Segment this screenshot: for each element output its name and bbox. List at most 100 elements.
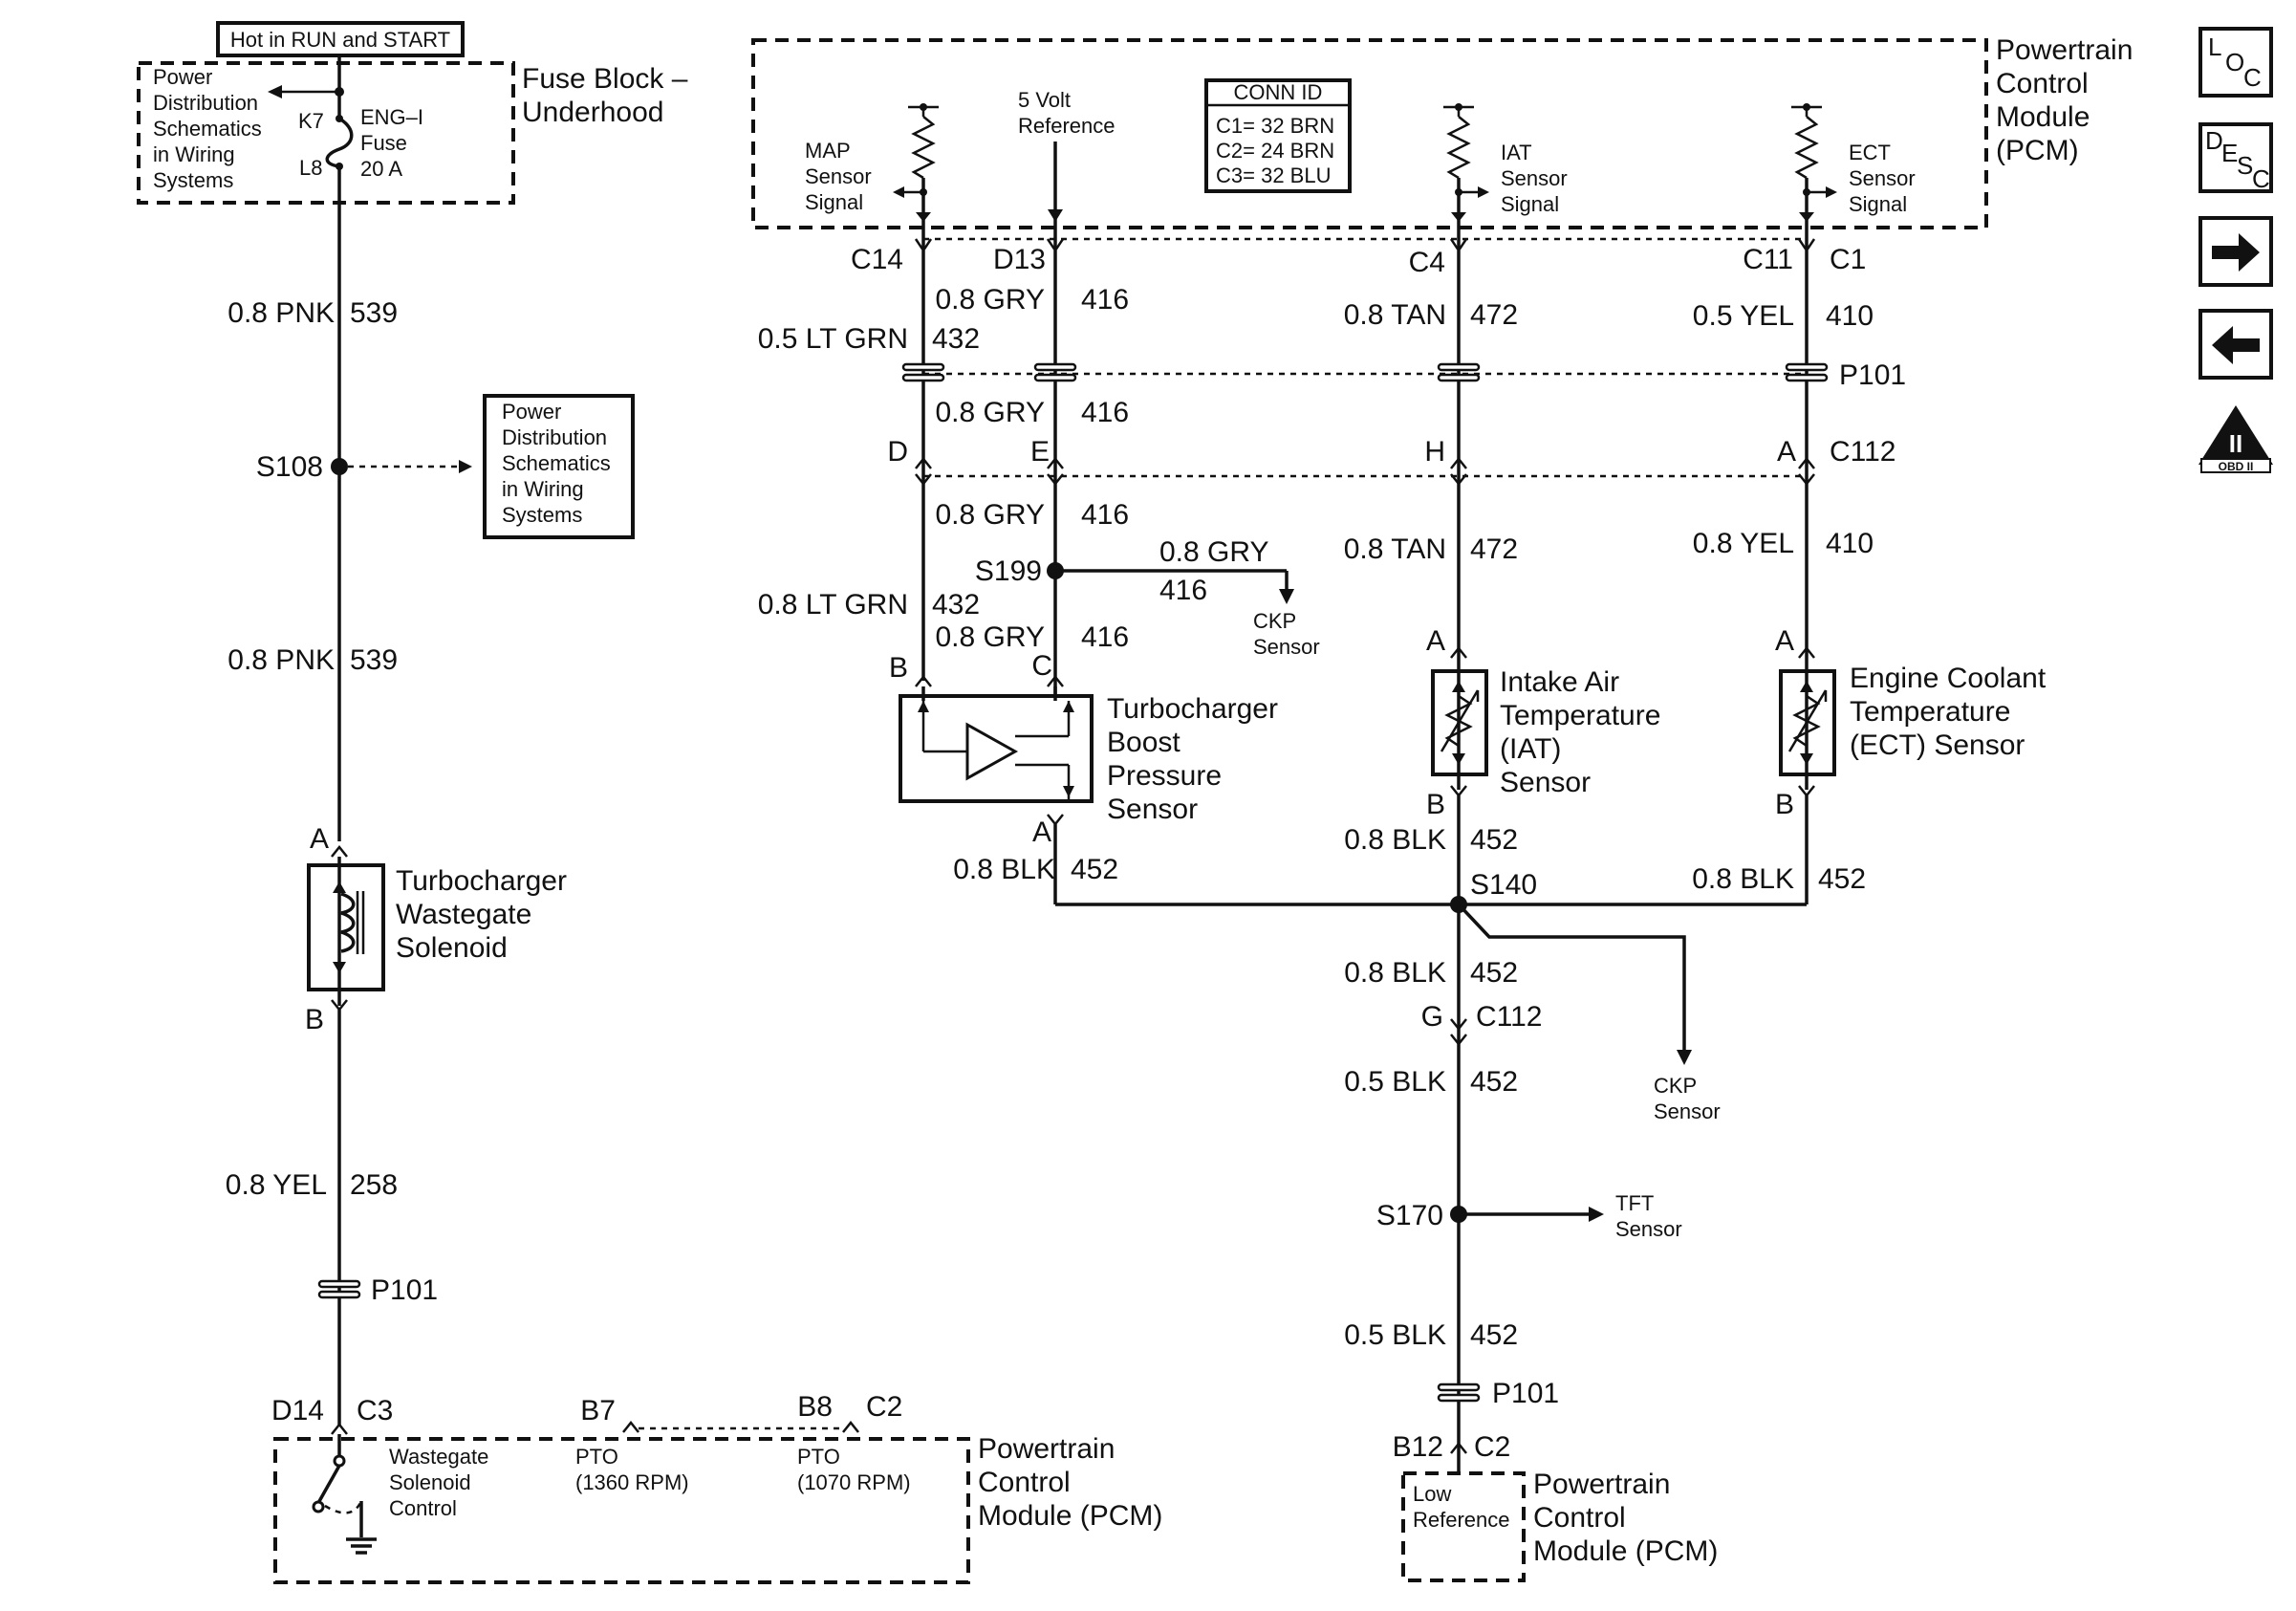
boost-pin-b-connector (915, 674, 932, 687)
iat-arrow-down (1452, 753, 1465, 765)
fuse-ref-line-3: Schematics (153, 117, 262, 141)
low-ref-line-1: Low (1413, 1482, 1451, 1506)
iat-signal-line-2: Sensor (1501, 166, 1568, 190)
next-page-button[interactable] (2199, 216, 2273, 287)
wires-middle: 0.8 GRY 416 S199 0.8 GRY 416 CKP Sensor … (758, 499, 1874, 687)
ect-signal-arrow-head (1826, 186, 1837, 198)
ckp2-line-1: CKP (1654, 1074, 1697, 1098)
s199-branch-circuit: 416 (1159, 575, 1207, 606)
boost-sensor-box (899, 694, 1094, 803)
wire-539-circuit-2: 539 (350, 644, 398, 676)
fuse-block-label-2: Underhood (522, 97, 663, 128)
iat-label-3: (IAT) (1500, 733, 1561, 765)
c112-h-connector-top (1450, 456, 1467, 469)
p101-lower-connector-top (1437, 1382, 1481, 1392)
c112-a-connector-top (1798, 456, 1815, 469)
pin-c1-label: C1 (1830, 244, 1866, 275)
previous-page-button[interactable] (2199, 309, 2273, 380)
conn-id-c2: C2= 24 BRN (1216, 139, 1334, 163)
solenoid-label-2: Wastegate (396, 899, 531, 930)
p101-416-bottom (1033, 373, 1077, 382)
pcm-b7-label: B7 (580, 1395, 616, 1426)
boost-label-2: Boost (1107, 727, 1180, 758)
location-button-frame[interactable] (2199, 27, 2273, 98)
p101-left-label: P101 (371, 1274, 438, 1306)
splice-s108 (331, 458, 348, 475)
nav-buttons: L O C D E S C II OBD II (2199, 27, 2273, 473)
pcm-b7-connector (622, 1420, 639, 1433)
solenoid-label-3: Solenoid (396, 932, 508, 964)
power-dist-ref-line-1: Power (502, 400, 561, 424)
fuse-element-icon (325, 117, 354, 168)
wire-452-circuit-6: 452 (1470, 1319, 1518, 1351)
c112-pin-e-label: E (1030, 436, 1050, 468)
pin-c4-label: C4 (1409, 247, 1445, 278)
obd-ii-text: OBD II (2219, 460, 2254, 473)
wire-432-circuit-2: 432 (932, 589, 980, 620)
iat-label-1: Intake Air (1500, 666, 1619, 698)
iat-label-2: Temperature (1500, 700, 1660, 731)
wire-452-circuit-3: 452 (1818, 863, 1866, 895)
pto1-line-1: PTO (575, 1445, 618, 1469)
iat-signal-line-3: Signal (1501, 192, 1559, 216)
obd-ii-numeral: II (2229, 429, 2242, 458)
obd-ii-button[interactable]: II OBD II (2199, 405, 2273, 473)
s199-branch-gauge: 0.8 GRY (1159, 536, 1269, 568)
wastegate-control-line-3: Control (389, 1496, 457, 1520)
splice-s170-label: S170 (1376, 1200, 1443, 1231)
wire-416-gauge-2: 0.8 GRY (935, 397, 1045, 428)
conn-id-box (1204, 78, 1352, 193)
power-dist-ref-line-4: in Wiring (502, 477, 584, 501)
amplifier-icon (965, 722, 1019, 781)
arrow-left-icon (2212, 326, 2260, 364)
boost-internal-arrow-left (918, 701, 929, 712)
pcm-c3-label: C3 (357, 1395, 393, 1426)
pcm-c2-right-label: C2 (1474, 1431, 1510, 1463)
wire-452-circuit-1: 452 (1071, 854, 1118, 885)
boost-label-1: Turbocharger (1107, 693, 1278, 725)
splice-s108-label: S108 (256, 451, 323, 483)
switch-control-link (324, 1500, 363, 1514)
wire-452-gauge-6: 0.5 BLK (1344, 1319, 1446, 1351)
pcm-c2-label: C2 (866, 1391, 902, 1423)
pcm-top-label-4: (PCM) (1996, 135, 2079, 166)
boost-label-4: Sensor (1107, 794, 1198, 825)
c112-d-connector-top (915, 456, 932, 469)
c112-pin-h-label: H (1424, 436, 1445, 468)
wastegate-solenoid-box (307, 863, 385, 991)
wire-258-gauge: 0.8 YEL (226, 1169, 327, 1201)
boost-pin-c-label: C (1031, 650, 1052, 682)
description-button[interactable]: D E S C (2199, 122, 2273, 193)
s170-tft-arrow-head (1589, 1207, 1604, 1222)
iat-arrow-up (1452, 681, 1465, 692)
description-button-frame[interactable] (2199, 122, 2273, 193)
pin-c11-label: C11 (1743, 244, 1793, 275)
obd-ii-icon[interactable] (2199, 405, 2273, 465)
splice-s199-label: S199 (975, 555, 1042, 587)
pcm-bottom-right-outline (1401, 1471, 1526, 1582)
location-button[interactable]: L O C (2199, 27, 2273, 98)
solenoid-pin-a-label: A (310, 823, 329, 855)
desc-letter-s: S (2237, 151, 2253, 180)
p101-410-bottom (1785, 373, 1829, 382)
ect-label-3: (ECT) Sensor (1850, 729, 2025, 761)
wires-upper: 0.8 GRY 416 0.5 LT GRN 432 0.8 TAN 472 0… (758, 250, 1906, 696)
ect-arrow-up (1800, 681, 1813, 692)
boost-pin-a-label: A (1032, 816, 1051, 848)
wire-416-circuit-1: 416 (1081, 284, 1129, 316)
c112-pin-a-label: A (1777, 436, 1796, 468)
wire-452-gauge-2: 0.8 BLK (1344, 824, 1446, 856)
ckp2-line-2: Sensor (1654, 1099, 1721, 1123)
c112-g-connector-bottom (1450, 1034, 1467, 1047)
ect-thermistor-slash (1787, 689, 1828, 752)
loc-letter-c: C (2243, 63, 2262, 92)
iat-signal-arrow-head (1478, 186, 1489, 198)
wire-416-gauge-4: 0.8 GRY (935, 621, 1045, 653)
low-ref-line-2: Reference (1413, 1508, 1510, 1532)
wire-432-gauge-1: 0.5 LT GRN (758, 323, 908, 355)
pcm-d14-connector (331, 1422, 348, 1435)
wastegate-control-line-1: Wastegate (389, 1445, 488, 1469)
c112-e-connector-bottom (1047, 473, 1064, 487)
pcm-top-outline (751, 38, 1988, 229)
map-signal-line-3: Signal (805, 190, 863, 214)
